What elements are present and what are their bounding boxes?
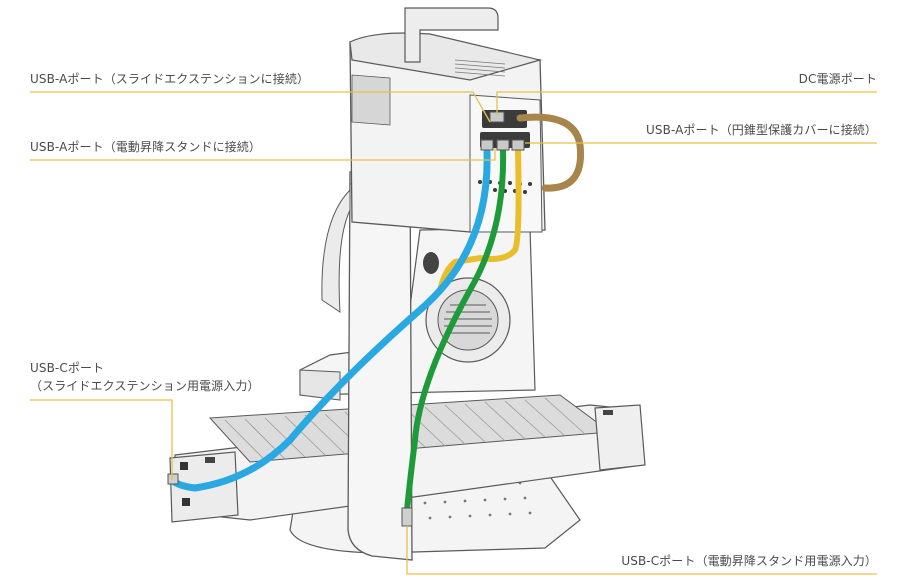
usb-a-cone-cable (437, 147, 522, 293)
leader-lines (30, 91, 877, 575)
label-usb-c-slide-line2: （スライドエクステンション用電源入力） (30, 379, 260, 393)
label-usb-a-slide: USB-Aポート（スライドエクステンションに接続） (30, 72, 310, 86)
usb-a-lift-cable (404, 147, 507, 513)
leader-usb-a-slide (30, 91, 491, 123)
label-usb-a-cone: USB-Aポート（円錐型保護カバーに接続） (645, 123, 877, 137)
label-usb-c-lift: USB-Cポート（電動昇降スタンド用電源入力） (621, 554, 877, 568)
leader-usb-c-slide (30, 399, 173, 480)
leader-usb-c-lift (406, 526, 877, 575)
label-usb-c-slide-line1: USB-Cポート (30, 361, 105, 375)
cables (167, 111, 585, 527)
dc-cable (516, 113, 585, 192)
label-dc-port: DC電源ポート (798, 72, 877, 86)
leader-usb-a-lift (30, 148, 496, 161)
leader-dc (496, 91, 877, 115)
usb-a-slide-cable (168, 148, 491, 492)
label-usb-a-lift: USB-Aポート（電動昇降スタンドに接続） (30, 140, 262, 154)
